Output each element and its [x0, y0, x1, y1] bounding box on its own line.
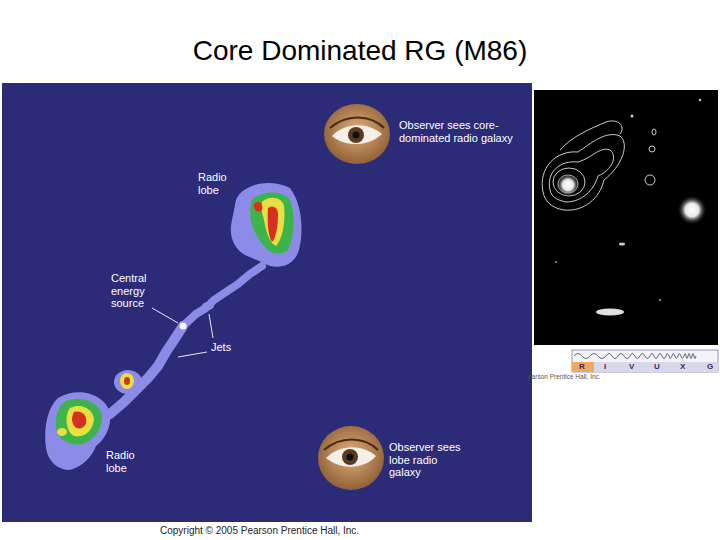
observer-eye	[324, 104, 390, 164]
band-letter: V	[629, 362, 634, 371]
radio-jets	[96, 266, 262, 420]
part-label: Jets	[211, 341, 231, 354]
radio-contours	[542, 121, 656, 210]
observer-eye	[318, 426, 384, 490]
slide-title: Core Dominated RG (M86)	[0, 35, 720, 67]
band-letter: G	[707, 362, 713, 371]
part-label: Central energy source	[111, 272, 167, 310]
band-letter: U	[654, 362, 660, 371]
observer-label: Observer sees lobe radio galaxy	[389, 441, 461, 479]
radio-panel	[2, 83, 532, 522]
leader-lines	[152, 308, 213, 357]
spectrum-bar	[572, 350, 718, 372]
band-letter: I	[604, 362, 606, 371]
observer-label: Observer sees core-dominated radio galax…	[399, 119, 517, 144]
copyright-note: earson Prentice Hall, Inc.	[528, 373, 601, 380]
copyright-note: Copyright © 2005 Pearson Prentice Hall, …	[160, 525, 359, 537]
part-label: Radio lobe	[106, 449, 148, 474]
band-letter: X	[680, 362, 685, 371]
band-letter: R	[579, 362, 585, 371]
lower-radio-lobe	[45, 392, 110, 470]
optical-photo	[534, 90, 718, 345]
upper-radio-lobe	[231, 183, 302, 267]
jet-knots	[114, 302, 214, 394]
part-label: Radio lobe	[198, 171, 240, 196]
galaxies	[555, 99, 707, 316]
central-source-dot	[180, 323, 187, 330]
